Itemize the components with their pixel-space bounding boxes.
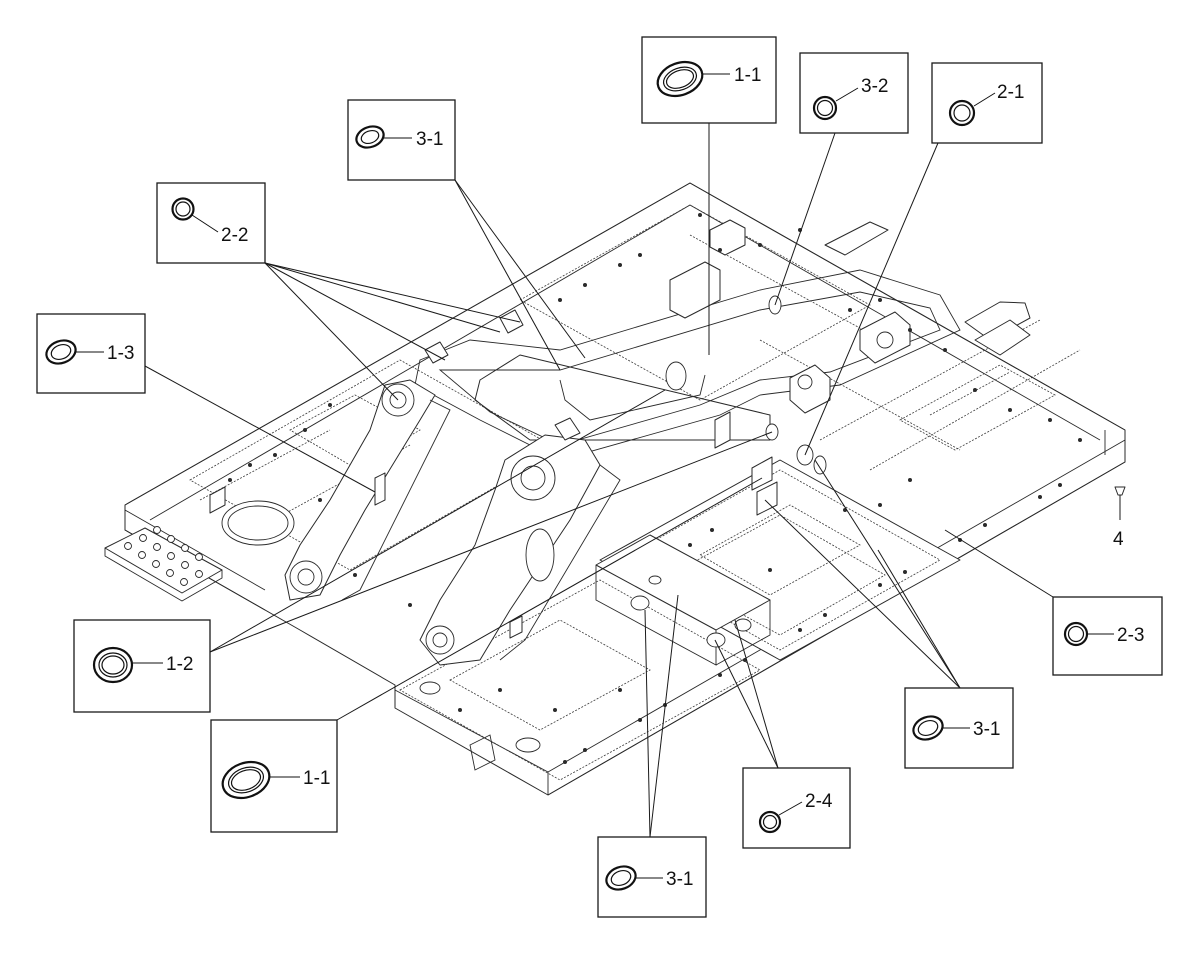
callout-1-2: 1-2: [73, 619, 211, 713]
callout-3-1-top: 3-1: [347, 99, 456, 181]
callout-label: 3-1: [416, 129, 443, 150]
round-grommet-icon: [1063, 621, 1089, 647]
callout-label: 3-1: [973, 719, 1000, 740]
callout-1-3: 1-3: [36, 313, 146, 394]
callout-label: 2-3: [1117, 625, 1144, 646]
callout-label: 2-4: [805, 791, 833, 812]
oval-grommet-icon: [912, 715, 944, 741]
callout-label: 3-2: [861, 76, 888, 97]
callout-3-1-right: 3-1: [904, 687, 1014, 769]
callout-3-1-bottom: 3-1: [597, 836, 707, 918]
round-grommet-icon: [948, 99, 976, 127]
oval-grommet-icon: [221, 760, 271, 800]
round-grommet-icon: [171, 197, 195, 221]
callout-label: 1-1: [734, 65, 761, 86]
oval-grommet-icon: [656, 60, 704, 98]
part-label-4: 4: [1113, 529, 1124, 550]
callout-2-2: 2-2: [156, 182, 266, 264]
callout-1-1-top: 1-1: [641, 36, 777, 124]
leader-lines: [144, 123, 1121, 838]
plug-part-4: [1114, 486, 1126, 496]
oval-grommet-icon: [45, 339, 77, 365]
bolt-marks: [228, 213, 1082, 764]
callout-2-1: 2-1: [931, 62, 1043, 144]
large-round-grommet-icon: [92, 646, 134, 684]
upper-frame-drawing: [104, 182, 1126, 796]
callout-label: 2-2: [221, 225, 248, 246]
callout-3-2: 3-2: [799, 52, 909, 134]
round-grommet-icon: [758, 810, 782, 834]
callout-label: 3-1: [666, 869, 693, 890]
oval-grommet-icon: [355, 125, 385, 149]
round-grommet-icon: [812, 95, 838, 121]
oval-grommet-icon: [605, 865, 637, 891]
callout-label: 1-2: [166, 654, 193, 675]
step-plate-holes: [124, 526, 203, 586]
callout-2-3: 2-3: [1052, 596, 1163, 676]
callout-label: 1-3: [107, 343, 134, 364]
callout-1-1-bottom: 1-1: [210, 719, 338, 833]
callout-2-4: 2-4: [742, 767, 851, 849]
callout-label: 1-1: [303, 768, 330, 789]
callout-label: 2-1: [997, 82, 1024, 103]
